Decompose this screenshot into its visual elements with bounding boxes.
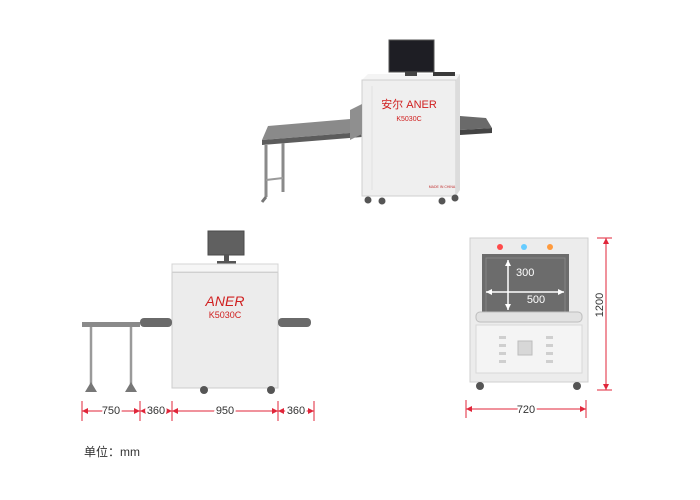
dim-cabinet-length: 950 bbox=[216, 405, 234, 417]
dim-input-belt: 360 bbox=[147, 405, 165, 417]
unit-label: 单位：mm bbox=[84, 445, 140, 459]
led-blue bbox=[521, 244, 527, 250]
brand-label-perspective: 安尔 ANER bbox=[381, 97, 437, 111]
made-in-badge: MADE IN CHINA bbox=[429, 185, 456, 189]
right-conveyor-belt bbox=[278, 318, 311, 327]
machine-cabinet bbox=[350, 74, 460, 197]
dim-table-length: 750 bbox=[102, 405, 120, 417]
dim-tunnel-width: 500 bbox=[527, 294, 545, 306]
front-wheel-right bbox=[573, 382, 581, 390]
front-view: 300 500 1200 720 bbox=[465, 237, 612, 418]
led-orange bbox=[547, 244, 553, 250]
led-red bbox=[497, 244, 503, 250]
side-cabinet bbox=[171, 263, 279, 389]
casters bbox=[364, 194, 459, 205]
perspective-view: 安尔 ANER K5030C MADE IN CHINA bbox=[260, 39, 492, 205]
model-label-perspective: K5030C bbox=[396, 116, 421, 123]
vent-slots bbox=[499, 336, 553, 363]
lower-service-panel bbox=[475, 324, 583, 374]
side-wheel-left bbox=[200, 386, 208, 394]
front-wheel-left bbox=[476, 382, 484, 390]
side-roller-table bbox=[82, 322, 140, 392]
side-elevation-view: ANER K5030C 750 360 950 360 bbox=[81, 230, 315, 421]
model-label-side: K5030C bbox=[209, 310, 242, 320]
output-conveyor bbox=[460, 116, 492, 135]
height-dimension-line bbox=[597, 237, 612, 391]
belt-band bbox=[475, 311, 583, 323]
input-roller-table bbox=[260, 118, 362, 203]
left-conveyor-belt bbox=[140, 318, 172, 327]
dim-total-height: 1200 bbox=[594, 293, 606, 317]
brand-label-side: ANER bbox=[205, 293, 245, 309]
dim-tunnel-height: 300 bbox=[516, 267, 534, 279]
side-monitor bbox=[207, 230, 245, 264]
side-dimension-arrows bbox=[82, 408, 314, 414]
dim-output-belt: 360 bbox=[287, 405, 305, 417]
dim-total-width: 720 bbox=[517, 404, 535, 416]
side-wheel-right bbox=[267, 386, 275, 394]
fan-grille bbox=[517, 340, 533, 356]
tunnel-dimension-arrows bbox=[486, 260, 564, 310]
tunnel-opening bbox=[482, 254, 569, 312]
monitor bbox=[388, 39, 455, 76]
